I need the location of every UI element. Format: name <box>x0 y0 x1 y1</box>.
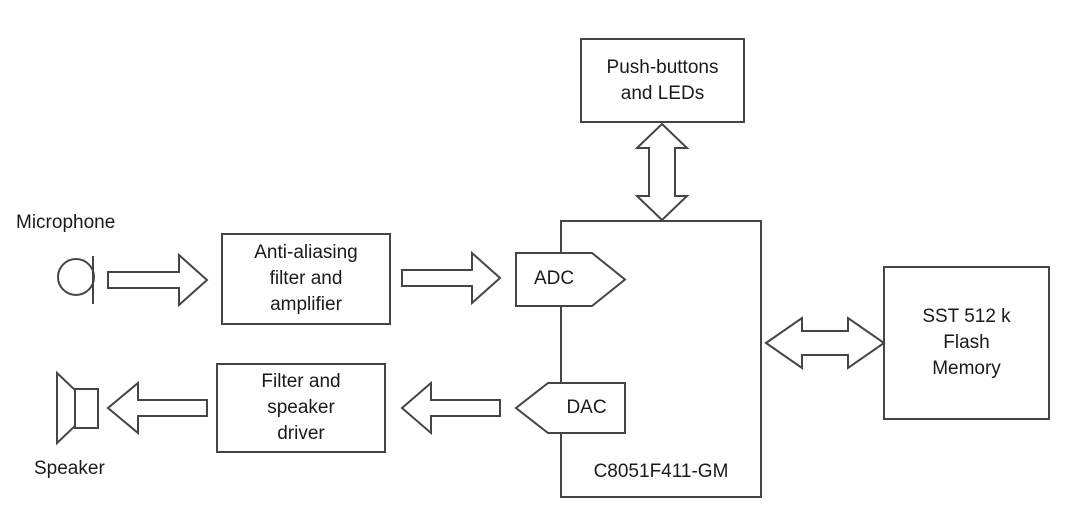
push-buttons-line2: and LEDs <box>620 82 705 104</box>
filter-driver-line3: driver <box>277 423 325 444</box>
dac-port-shape <box>514 382 626 434</box>
arrow-dac-to-driver <box>400 380 501 436</box>
arrow-antialiasing-to-adc <box>401 250 502 306</box>
filter-driver-line1: Filter and <box>261 371 341 392</box>
mcu-label: C8051F411-GM <box>593 461 729 482</box>
flash-memory-line1: SST 512 k <box>922 306 1011 327</box>
anti-aliasing-line3: amplifier <box>270 294 342 315</box>
dac-port-label: DAC <box>566 397 607 418</box>
push-buttons-box: Push-buttons and LEDs <box>580 38 745 123</box>
flash-memory-line2: Flash <box>943 332 990 353</box>
arrow-driver-to-speaker <box>106 380 208 436</box>
anti-aliasing-line1: Anti-aliasing <box>254 242 358 263</box>
filter-driver-line2: speaker <box>267 397 335 418</box>
flash-memory-line3: Memory <box>932 358 1001 379</box>
anti-aliasing-box: Anti-aliasing filter and amplifier <box>221 233 391 325</box>
filter-driver-box: Filter and speaker driver <box>216 363 386 453</box>
flash-memory-box: SST 512 k Flash Memory <box>883 266 1050 420</box>
push-buttons-line1: Push-buttons <box>606 56 719 78</box>
speaker-label: Speaker <box>34 458 105 479</box>
microphone-label: Microphone <box>16 212 116 233</box>
arrow-mcu-flash <box>764 316 886 370</box>
arrow-microphone-to-antialiasing <box>107 252 209 308</box>
microphone-icon <box>57 256 95 304</box>
anti-aliasing-line2: filter and <box>269 268 343 289</box>
adc-port-label: ADC <box>533 268 575 289</box>
arrow-pushbuttons-mcu <box>634 122 690 222</box>
adc-port-shape <box>515 252 627 307</box>
speaker-icon <box>56 370 99 446</box>
